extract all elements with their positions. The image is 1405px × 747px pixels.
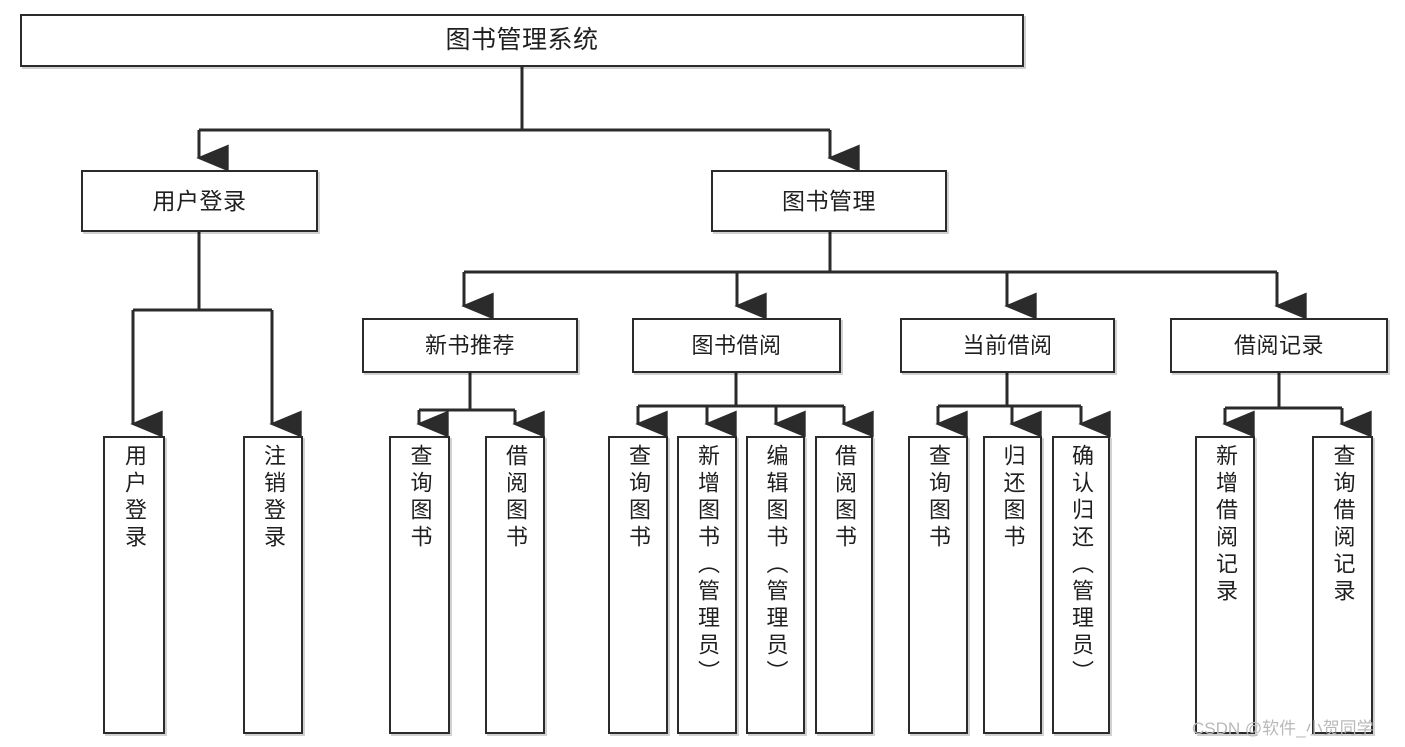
leaf-add-book-admin[interactable]: 新增图书（管理员） [677, 436, 737, 734]
node-label: 编辑图书（管理员） [763, 444, 789, 687]
node-label: 图书管理 [782, 187, 876, 214]
leaf-borrow-book[interactable]: 借阅图书 [815, 436, 873, 734]
node-label: 图书管理系统 [445, 26, 599, 55]
node-label: 图书借阅 [691, 332, 782, 358]
node-label: 查询图书 [407, 444, 433, 552]
node-label: 借阅图书 [832, 444, 857, 552]
leaf-borrow-book-recommend[interactable]: 借阅图书 [485, 436, 545, 734]
node-label: 借阅图书 [503, 444, 528, 552]
leaf-add-borrow-record[interactable]: 新增借阅记录 [1195, 436, 1255, 734]
node-current-borrow[interactable]: 当前借阅 [900, 318, 1115, 373]
node-label: 查询借阅记录 [1330, 444, 1356, 606]
node-label: 用户登录 [152, 187, 247, 214]
leaf-query-borrow-record[interactable]: 查询借阅记录 [1312, 436, 1373, 734]
node-label: 借阅记录 [1233, 332, 1324, 358]
leaf-query-book-recommend[interactable]: 查询图书 [389, 436, 450, 734]
leaf-confirm-return-admin[interactable]: 确认归还（管理员） [1052, 436, 1110, 734]
leaf-logout[interactable]: 注销登录 [243, 436, 303, 734]
leaf-edit-book-admin[interactable]: 编辑图书（管理员） [746, 436, 805, 734]
watermark: CSDN @软件_小贺同学 [1192, 719, 1374, 738]
node-book-borrow[interactable]: 图书借阅 [632, 318, 841, 373]
leaf-query-book-current[interactable]: 查询图书 [908, 436, 968, 734]
node-borrow-record[interactable]: 借阅记录 [1170, 318, 1388, 373]
node-label: 用户登录 [122, 444, 147, 552]
node-label: 当前借阅 [962, 332, 1053, 358]
leaf-return-book[interactable]: 归还图书 [983, 436, 1042, 734]
node-label: 注销登录 [261, 444, 286, 552]
node-book-management[interactable]: 图书管理 [711, 170, 947, 232]
node-new-book-recommend[interactable]: 新书推荐 [362, 318, 578, 373]
node-label: 查询图书 [626, 444, 651, 552]
node-label: 归还图书 [1000, 444, 1026, 552]
node-root[interactable]: 图书管理系统 [20, 14, 1024, 67]
node-label: 新增图书（管理员） [695, 444, 720, 687]
node-label: 查询图书 [926, 444, 951, 552]
node-label: 新增借阅记录 [1213, 444, 1238, 606]
leaf-user-login[interactable]: 用户登录 [103, 436, 165, 734]
node-user-login[interactable]: 用户登录 [81, 170, 318, 232]
leaf-query-book[interactable]: 查询图书 [608, 436, 668, 734]
node-label: 新书推荐 [424, 332, 515, 358]
node-label: 确认归还（管理员） [1069, 444, 1094, 687]
